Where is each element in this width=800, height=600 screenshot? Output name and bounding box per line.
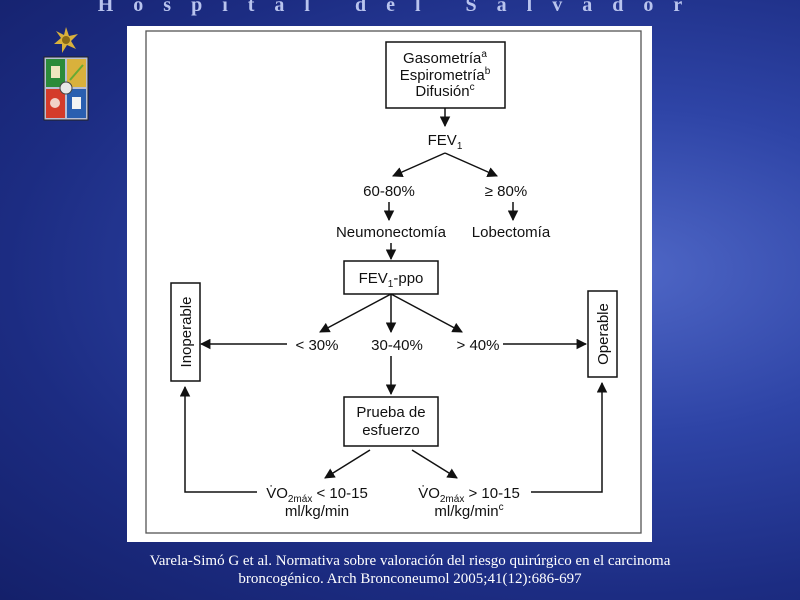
hospital-title: Hospital del Salvador: [97, 0, 703, 16]
flowchart-diagram: Gasometríaa Espirometríab Difusiónc FEV1…: [145, 30, 642, 534]
gasometria-label: Gasometríaa: [403, 49, 487, 67]
arrow-ppo-to-lt30: [319, 293, 392, 333]
lobectomia-label: Lobectomía: [472, 224, 551, 241]
operable-box: [587, 290, 618, 378]
prueba-esfuerzo-box: [343, 396, 439, 447]
initial-tests-box: [385, 41, 506, 109]
vo2-high-label: V̇O2máx > 10-15: [418, 485, 520, 505]
r3040-label: 30-40%: [371, 337, 423, 354]
citation: Varela-Simó G et al. Normativa sobre val…: [60, 552, 760, 588]
arrow-fev1-to-6080: [392, 152, 446, 177]
fev1-ppo-box: [343, 260, 439, 295]
branch-ge80-label: ≥ 80%: [485, 183, 527, 200]
citation-line2: broncogénico. Arch Bronconeumol 2005;41(…: [238, 571, 582, 587]
arrow-vo2-high-to-operable: [531, 381, 608, 493]
espirometria-label: Espirometríab: [400, 66, 491, 84]
arrow-fev1-to-ge80: [444, 152, 498, 177]
arrow-ppo-to-gt40: [390, 293, 463, 333]
prueba-line2: esfuerzo: [362, 422, 420, 439]
citation-line1: Varela-Simó G et al. Normativa sobre val…: [149, 553, 671, 569]
difusion-label: Difusiónc: [415, 82, 474, 100]
branch-6080-label: 60-80%: [363, 183, 415, 200]
inoperable-box: [170, 282, 201, 382]
inoperable-label: Inoperable: [178, 297, 195, 368]
vo2-high-unit: ml/kg/minc: [434, 502, 503, 520]
operable-label: Operable: [595, 303, 612, 365]
lt30-label: < 30%: [296, 337, 339, 354]
fev1-label: FEV1: [428, 132, 463, 152]
vo2-low-unit: ml/kg/min: [285, 503, 349, 520]
vo2-low-label: V̇O2máx < 10-15: [266, 485, 368, 505]
prueba-line1: Prueba de: [356, 404, 425, 421]
arrow-vo2-low-to-inoperable: [179, 385, 257, 493]
fev1-ppo-label: FEV1-ppo: [359, 270, 424, 290]
arrow-prueba-to-vo2-low: [324, 449, 371, 479]
diagram-frame: [145, 30, 642, 534]
gt40-label: > 40%: [457, 337, 500, 354]
university-crest-icon: [43, 27, 89, 121]
neumonectomia-label: Neumonectomía: [336, 224, 447, 241]
flowchart-panel: Gasometríaa Espirometríab Difusiónc FEV1…: [127, 26, 652, 542]
arrow-prueba-to-vo2-high: [411, 449, 458, 479]
